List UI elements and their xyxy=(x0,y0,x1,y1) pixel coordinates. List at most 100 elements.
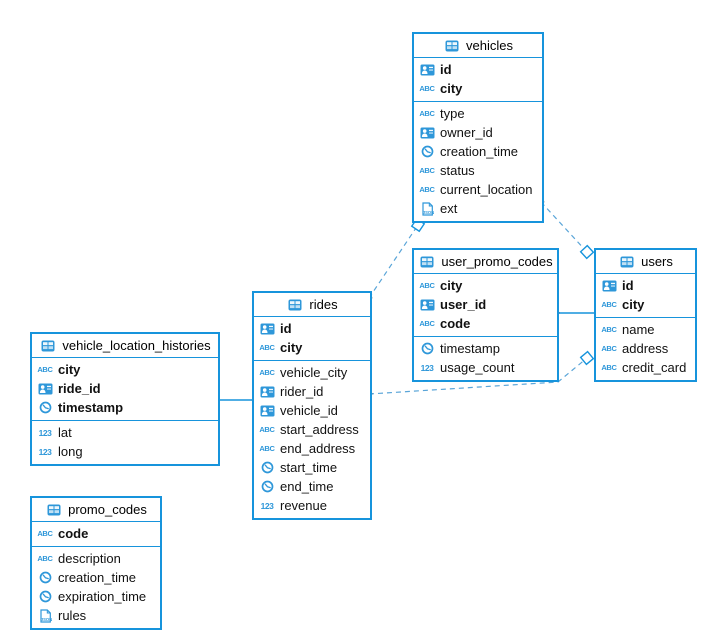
field-name: usage_count xyxy=(440,360,515,375)
field-name: owner_id xyxy=(440,125,493,140)
field-name: timestamp xyxy=(58,400,124,415)
field-row[interactable]: 123 lat xyxy=(32,423,218,442)
table-title: promo_codes xyxy=(68,502,147,517)
field-row[interactable]: JSON ext xyxy=(414,199,542,218)
field-row[interactable]: user_id xyxy=(414,295,557,314)
number-type-icon: 123 xyxy=(38,427,52,438)
field-row[interactable]: id xyxy=(254,319,370,338)
relationship-square-marker xyxy=(579,350,595,366)
field-name: user_id xyxy=(440,297,487,312)
string-type-icon: ABC xyxy=(419,84,435,93)
table-header[interactable]: rides xyxy=(254,293,370,317)
string-type-icon: ABC xyxy=(419,166,435,175)
timestamp-type-icon xyxy=(36,401,54,414)
table-header[interactable]: vehicles xyxy=(414,34,542,58)
field-name: ext xyxy=(440,201,458,216)
field-row[interactable]: id xyxy=(414,60,542,79)
id-type-icon xyxy=(258,386,276,398)
table-icon xyxy=(39,340,57,352)
field-name: name xyxy=(622,322,655,337)
field-row[interactable]: timestamp xyxy=(414,339,557,358)
field-name: end_address xyxy=(280,441,356,456)
table-header[interactable]: promo_codes xyxy=(32,498,160,522)
field-row[interactable]: rider_id xyxy=(254,382,370,401)
field-name: expiration_time xyxy=(58,589,147,604)
field-row[interactable]: creation_time xyxy=(32,568,160,587)
field-row[interactable]: start_time xyxy=(254,458,370,477)
relationship-line-rides-vehicles[interactable] xyxy=(368,224,419,299)
number-type-icon: 123 xyxy=(260,500,274,511)
field-name: lat xyxy=(58,425,72,440)
timestamp-type-icon xyxy=(418,342,436,355)
table-header[interactable]: vehicle_location_histories xyxy=(32,334,218,358)
field-name: timestamp xyxy=(440,341,500,356)
string-type-icon: ABC xyxy=(37,365,53,374)
field-row[interactable]: 123 long xyxy=(32,442,218,461)
timestamp-type-icon xyxy=(258,461,276,474)
id-type-icon xyxy=(418,299,436,311)
field-name: rider_id xyxy=(280,384,324,399)
field-name: creation_time xyxy=(440,144,519,159)
field-row[interactable]: id xyxy=(596,276,695,295)
field-name: long xyxy=(58,444,83,459)
table-header[interactable]: users xyxy=(596,250,695,274)
number-type-icon: 123 xyxy=(38,446,52,457)
string-type-icon: ABC xyxy=(601,344,617,353)
field-row[interactable]: expiration_time xyxy=(32,587,160,606)
relationship-line-rides-users[interactable] xyxy=(368,357,588,395)
field-row[interactable]: vehicle_id xyxy=(254,401,370,420)
field-row[interactable]: end_time xyxy=(254,477,370,496)
field-name: vehicle_id xyxy=(280,403,338,418)
json-type-icon: JSON xyxy=(418,201,436,216)
table-title: rides xyxy=(309,297,338,312)
field-row[interactable]: owner_id xyxy=(414,123,542,142)
field-name: id xyxy=(440,62,452,77)
field-row[interactable]: creation_time xyxy=(414,142,542,161)
table-icon xyxy=(418,256,436,268)
table-header[interactable]: user_promo_codes xyxy=(414,250,557,274)
field-name: city xyxy=(280,340,303,355)
fields-section: 123 lat 123 long xyxy=(32,421,218,464)
relationship-line-vehicles-users[interactable] xyxy=(540,201,588,253)
table-icon xyxy=(443,40,461,52)
field-name: type xyxy=(440,106,465,121)
id-type-icon xyxy=(418,64,436,76)
field-name: creation_time xyxy=(58,570,137,585)
field-name: city xyxy=(440,278,463,293)
field-row[interactable]: timestamp xyxy=(32,398,218,417)
string-type-icon: ABC xyxy=(259,368,275,377)
field-row[interactable]: ride_id xyxy=(32,379,218,398)
